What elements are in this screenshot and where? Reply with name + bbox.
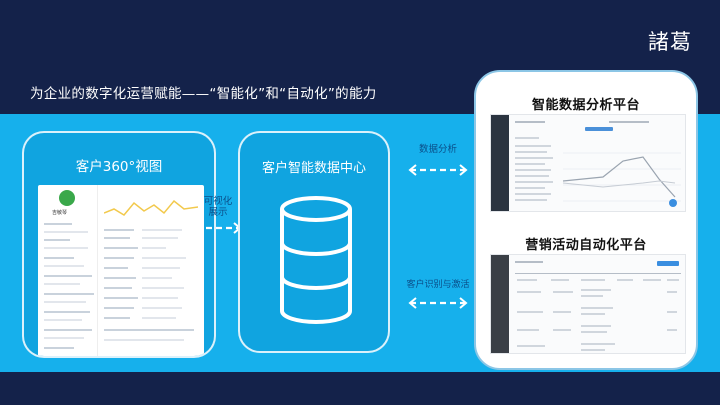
data-center-title: 客户智能数据中心: [261, 161, 366, 176]
marketing-platform-title: 营销活动自动化平台: [525, 238, 647, 253]
analytics-platform-screenshot[interactable]: [490, 114, 686, 212]
platform-panel: 智能数据分析平台 营销活动自动化平台: [474, 70, 698, 370]
analytics-line-chart: [563, 152, 681, 207]
profile-left-column: 吉敏琴: [38, 185, 98, 356]
profile-activity-chart: [104, 199, 198, 216]
marketing-platform-screenshot[interactable]: [490, 254, 686, 354]
analytics-platform-title: 智能数据分析平台: [531, 98, 640, 113]
data-center-card[interactable]: 客户智能数据中心: [238, 131, 390, 353]
logo: 諸葛: [648, 30, 692, 54]
database-icon: [280, 196, 352, 324]
customer-profile-screenshot: 吉敏琴: [38, 185, 204, 356]
headline: 为企业的数字化运营赋能——“智能化”和“自动化”的能力: [30, 86, 377, 102]
customer360-card[interactable]: 客户360°视图 吉敏琴: [22, 131, 216, 358]
flow-label-customer-activation: 客户识别与激活: [406, 280, 470, 290]
profile-name: 吉敏琴: [52, 210, 68, 216]
user-avatar-icon: [59, 190, 75, 206]
bidirectional-arrow-icon: [408, 164, 468, 176]
flow-label-data-analysis: 数据分析: [418, 144, 457, 155]
customer360-title: 客户360°视图: [75, 159, 163, 175]
flow-label-visualization: 可视化 展示: [203, 196, 233, 218]
bidirectional-arrow-icon: [194, 222, 242, 234]
bidirectional-arrow-icon: [408, 297, 468, 309]
